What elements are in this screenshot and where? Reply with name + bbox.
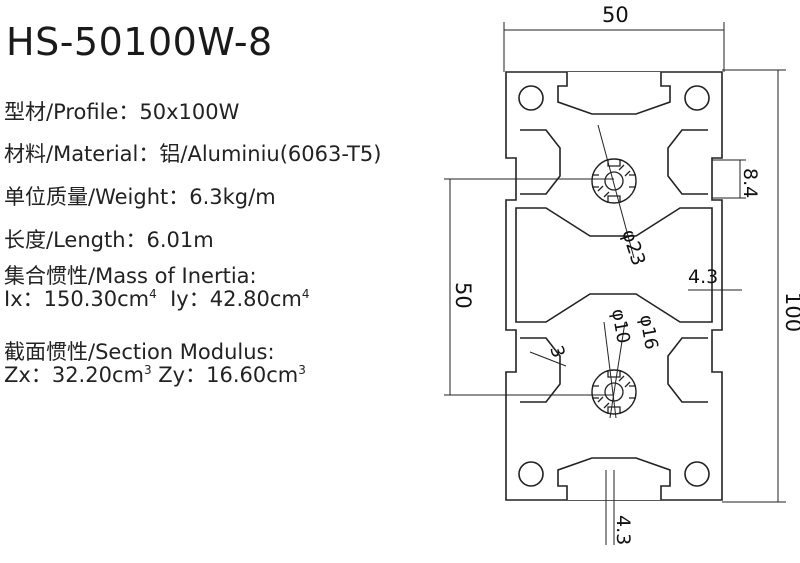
zy-label: Zy： (158, 363, 207, 387)
zx-value: 32.20cm (51, 363, 144, 387)
zy-exponent: 3 (298, 363, 306, 377)
spec-length: 长度/Length：6.01m (4, 224, 214, 254)
spec-profile-label: 型材/Profile： (4, 100, 140, 124)
spec-length-value: 6.01m (146, 228, 214, 252)
spec-weight-value: 6.3kg/m (189, 185, 276, 209)
dim-width-label: 50 (602, 3, 629, 27)
spec-profile-value: 50x100W (139, 100, 240, 124)
ix-label: Ix： (4, 287, 44, 311)
spec-weight-label: 单位质量/Weight： (4, 185, 190, 209)
spec-profile: 型材/Profile：50x100W (4, 96, 239, 126)
ix-value: 150.30cm (43, 287, 150, 311)
zx-label: Zx： (4, 363, 52, 387)
iy-label: Iy： (170, 287, 210, 311)
zx-exponent: 3 (143, 363, 152, 377)
ix-exponent: 4 (149, 287, 157, 301)
spec-material-value: 铝/Aluminiu(6063-T5) (159, 142, 382, 166)
spec-inertia-values: Ix：150.30cm4 Iy：42.80cm4 (4, 288, 310, 311)
iy-exponent: 4 (301, 287, 310, 301)
dimension-lines (444, 22, 786, 545)
dim-slot-opening-label: 8.4 (739, 168, 761, 198)
spec-weight: 单位质量/Weight：6.3kg/m (4, 181, 276, 211)
dim-side-wall-label: 4.3 (688, 266, 718, 288)
spec-material: 材料/Material：铝/Aluminiu(6063-T5) (4, 138, 381, 168)
dim-bottom-wall-label: 4.3 (612, 515, 634, 545)
spec-modulus-heading: 截面惯性/Section Modulus: (4, 340, 275, 364)
zy-value: 16.60cm (206, 363, 299, 387)
spec-material-label: 材料/Material： (4, 142, 160, 166)
spec-length-label: 长度/Length： (4, 228, 147, 252)
iy-value: 42.80cm (209, 287, 302, 311)
spec-inertia-heading: 集合惯性/Mass of Inertia: (4, 264, 257, 288)
dim-half-height-label: 50 (451, 282, 475, 309)
spec-modulus-values: Zx：32.20cm3 Zy：16.60cm3 (4, 364, 306, 387)
dim-height-label: 100 (781, 292, 800, 332)
profile-title: HS-50100W-8 (6, 20, 273, 64)
